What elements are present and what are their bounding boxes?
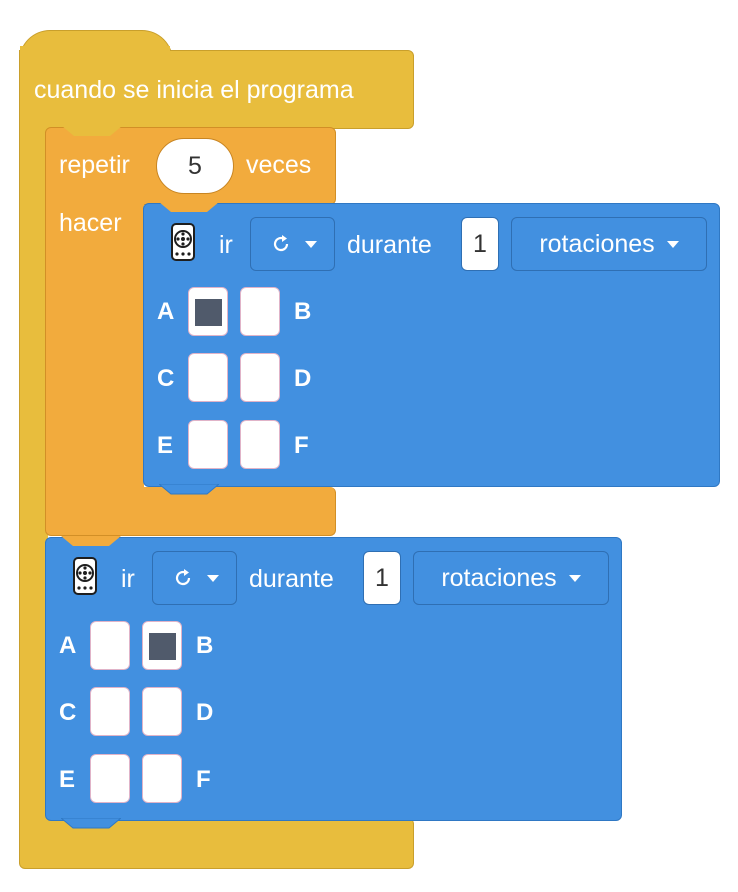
port-b-toggle[interactable]	[142, 621, 182, 670]
port-label-e: E	[157, 432, 174, 459]
chevron-down-icon	[568, 574, 581, 582]
repeat-count-input[interactable]: 5	[156, 138, 234, 194]
port-label-d: D	[196, 699, 214, 726]
port-label-b: B	[294, 298, 312, 325]
port-f-toggle[interactable]	[142, 754, 182, 803]
motor-icon	[171, 223, 195, 261]
repeat-do-label: hacer	[59, 209, 122, 237]
hat-block-cap	[19, 30, 173, 61]
repeat-unit-label: veces	[246, 151, 312, 179]
port-label-f: F	[294, 432, 309, 459]
port-a-toggle[interactable]	[188, 287, 228, 336]
motor-go-block-1[interactable]: ir durante 1 rotaciones A B C D E F	[143, 202, 720, 495]
motor-block-bottom-tab	[61, 818, 121, 829]
port-e-toggle[interactable]	[90, 754, 130, 803]
hat-block-spine	[19, 120, 48, 822]
direction-dropdown[interactable]	[250, 217, 335, 271]
port-c-toggle[interactable]	[188, 353, 228, 402]
port-label-d: D	[294, 365, 312, 392]
direction-dropdown[interactable]	[152, 551, 237, 605]
hat-block-label: cuando se inicia el programa	[34, 76, 354, 104]
repeat-count-value: 5	[188, 151, 202, 180]
go-label: ir	[219, 231, 233, 259]
amount-input[interactable]: 1	[363, 551, 401, 605]
port-selected-indicator	[195, 299, 222, 326]
amount-input[interactable]: 1	[461, 217, 499, 271]
unit-value: rotaciones	[539, 229, 655, 258]
amount-value: 1	[375, 563, 389, 592]
chevron-down-icon	[304, 240, 317, 248]
port-selected-indicator	[149, 633, 176, 660]
motor-block-top-notch	[159, 202, 219, 212]
hat-block-header	[19, 50, 414, 129]
unit-dropdown[interactable]: rotaciones	[413, 551, 609, 605]
chevron-down-icon	[206, 574, 219, 582]
port-d-toggle[interactable]	[240, 353, 280, 402]
chevron-down-icon	[666, 240, 679, 248]
repeat-block-top-notch	[62, 126, 122, 136]
clockwise-arrow-icon	[273, 235, 288, 252]
repeat-block-header	[45, 127, 336, 205]
during-label: durante	[249, 565, 334, 593]
port-label-b: B	[196, 632, 214, 659]
port-c-toggle[interactable]	[90, 687, 130, 736]
port-label-c: C	[157, 365, 175, 392]
repeat-block-spine	[45, 200, 144, 490]
clockwise-arrow-icon	[175, 569, 190, 586]
amount-value: 1	[473, 229, 487, 258]
port-d-toggle[interactable]	[142, 687, 182, 736]
motor-go-block-2[interactable]: ir durante 1 rotaciones A B C D E F	[45, 536, 622, 829]
repeat-label: repetir	[59, 151, 130, 179]
unit-dropdown[interactable]: rotaciones	[511, 217, 707, 271]
port-label-f: F	[196, 766, 211, 793]
motor-block-bottom-tab	[159, 484, 219, 495]
port-f-toggle[interactable]	[240, 420, 280, 469]
port-label-e: E	[59, 766, 76, 793]
port-label-a: A	[157, 298, 175, 325]
port-a-toggle[interactable]	[90, 621, 130, 670]
port-e-toggle[interactable]	[188, 420, 228, 469]
unit-value: rotaciones	[441, 563, 557, 592]
motor-block-top-notch	[61, 536, 121, 546]
port-b-toggle[interactable]	[240, 287, 280, 336]
go-label: ir	[121, 565, 135, 593]
port-label-a: A	[59, 632, 77, 659]
port-label-c: C	[59, 699, 77, 726]
motor-icon	[73, 557, 97, 595]
during-label: durante	[347, 231, 432, 259]
